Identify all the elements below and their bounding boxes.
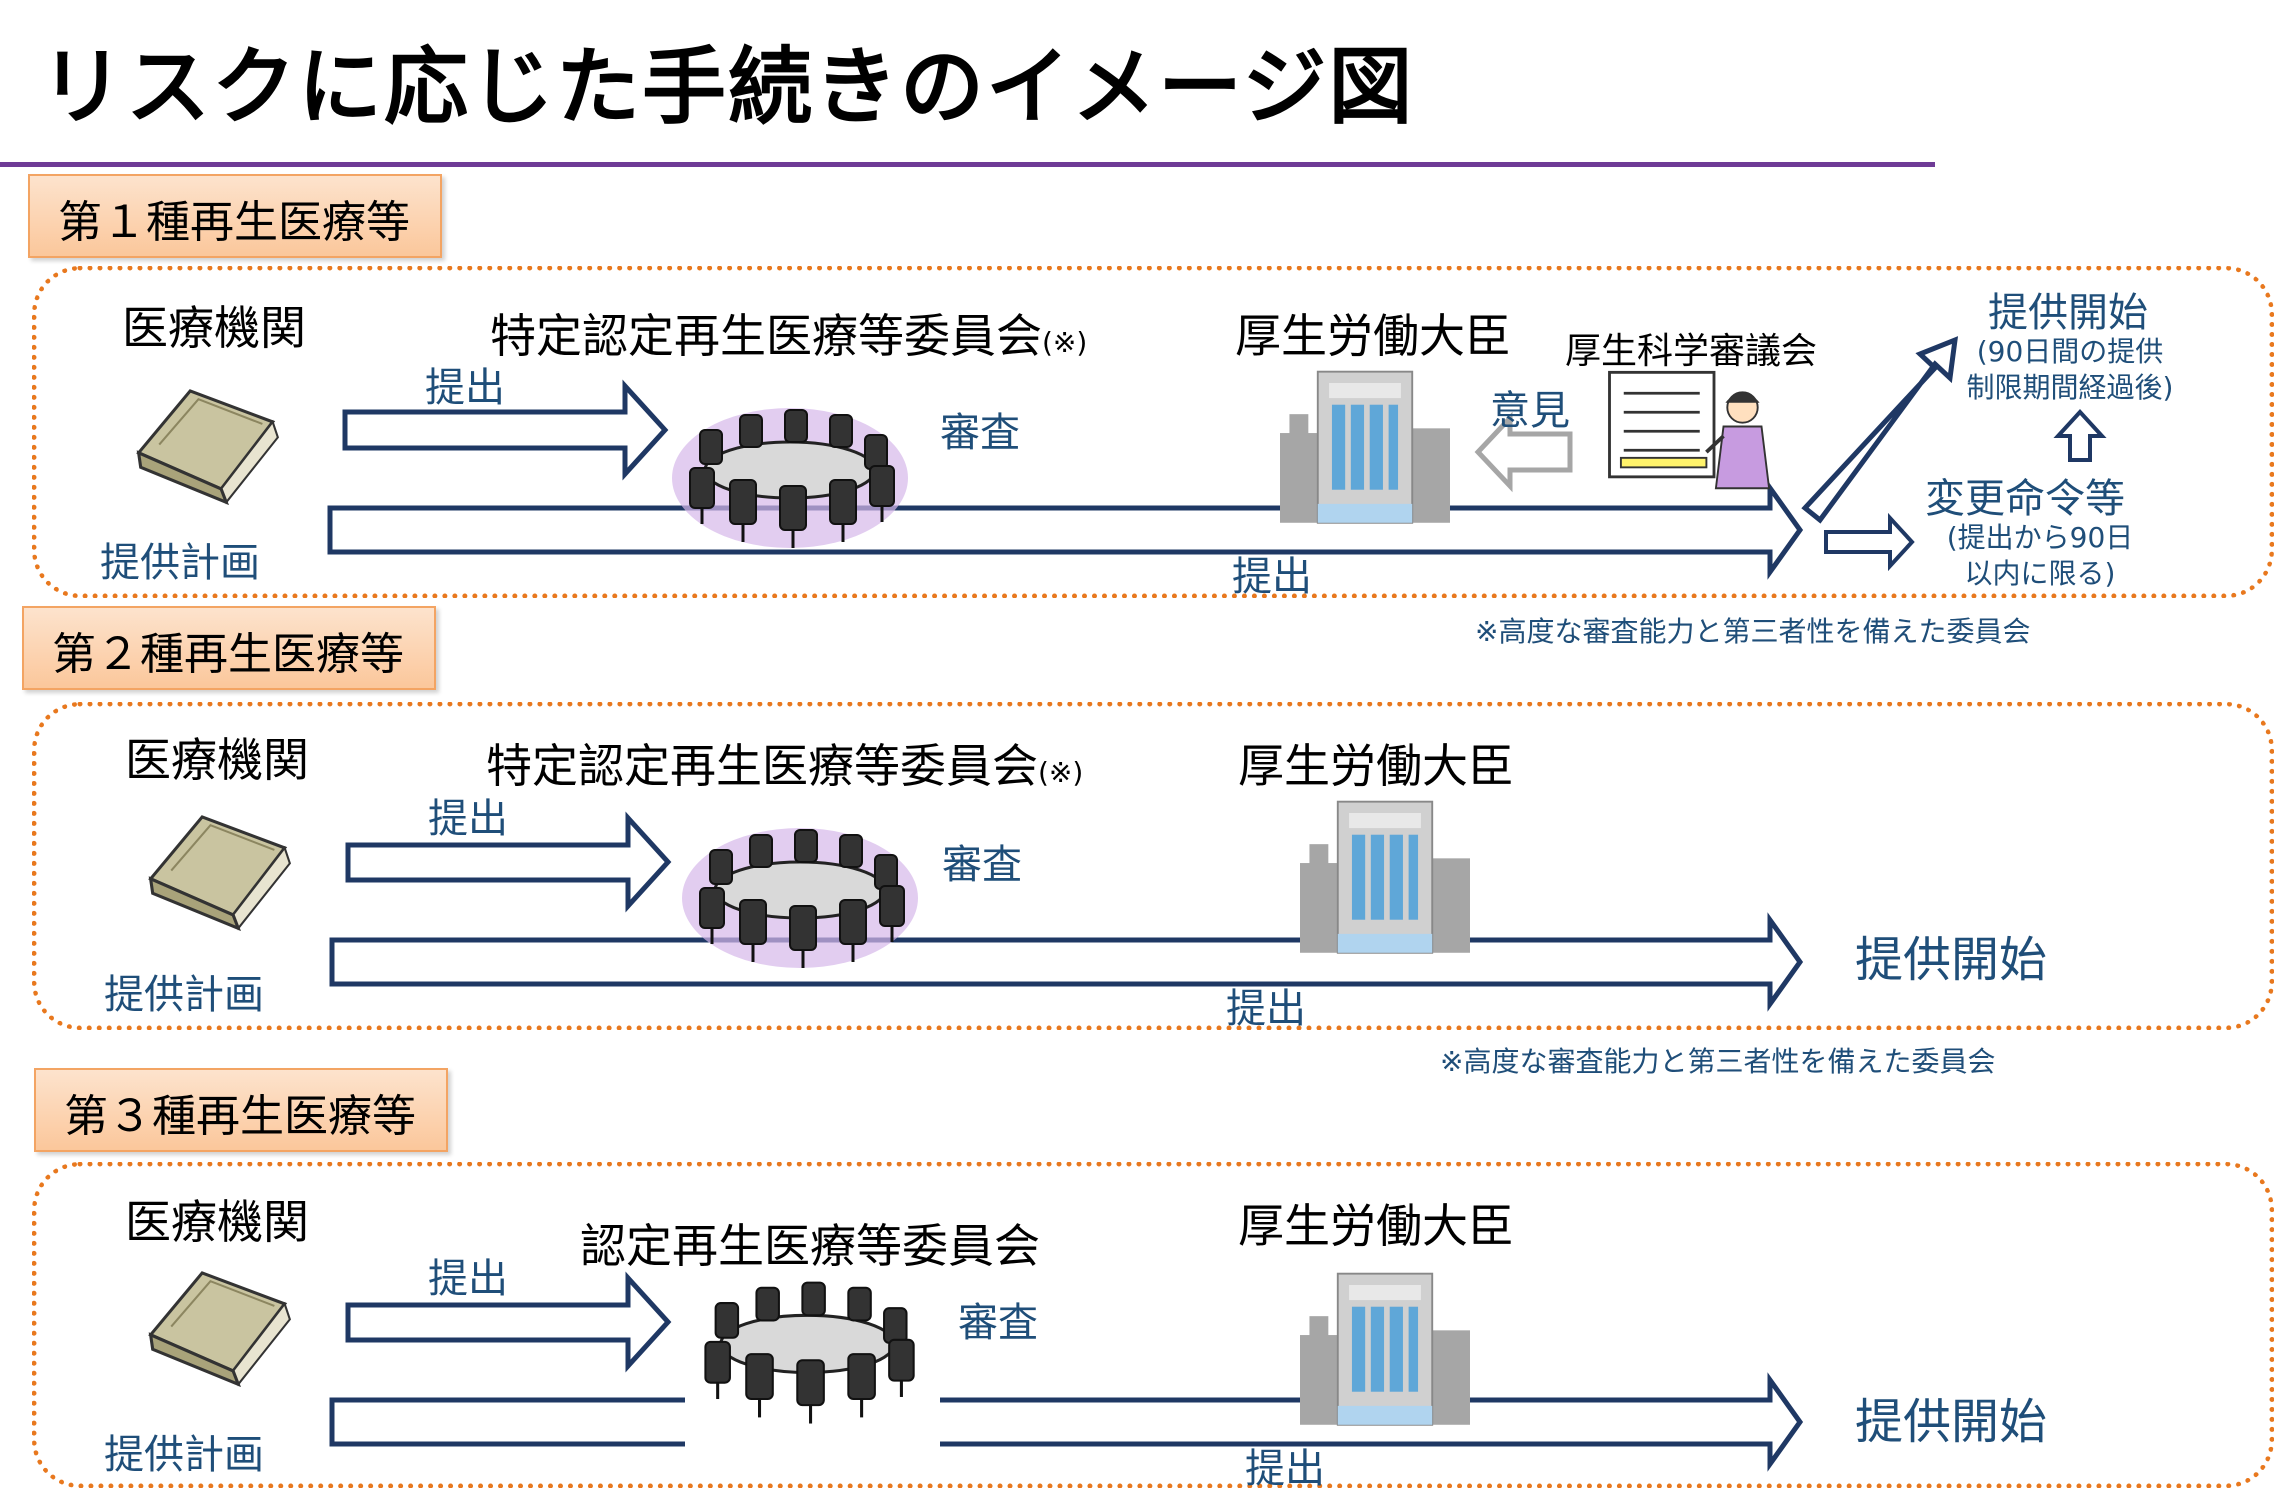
footnote-1: ※高度な審査能力と第三者性を備えた委員会 — [1475, 615, 2031, 648]
section-panel-1 — [32, 266, 2274, 598]
submit-label-bottom: 提出 — [1245, 1446, 1325, 1492]
plan-label: 提供計画 — [104, 972, 264, 1018]
review-label: 審査 — [942, 842, 1022, 888]
committee-label: 特定認定再生医療等委員会(※) — [486, 739, 1084, 793]
minister-label: 厚生労働大臣 — [1238, 1199, 1514, 1253]
review-label: 審査 — [940, 410, 1020, 456]
submit-label-top: 提出 — [425, 365, 505, 411]
committee-label: 認定再生医療等委員会 — [580, 1219, 1040, 1273]
institution-label: 医療機関 — [122, 301, 306, 355]
plan-label: 提供計画 — [100, 540, 260, 586]
change-order-note: (提出から90日以内に限る) — [1946, 521, 2134, 590]
category-tab-2: 第２種再生医療等 — [22, 606, 436, 690]
category-tab-3: 第３種再生医療等 — [34, 1068, 448, 1152]
minister-label: 厚生労働大臣 — [1235, 309, 1511, 363]
institution-label: 医療機関 — [125, 1195, 309, 1249]
category-label: 第１種再生医療等 — [58, 197, 410, 248]
category-label: 第２種再生医療等 — [52, 629, 404, 680]
submit-label-bottom: 提出 — [1232, 554, 1312, 600]
meeting-table-icon — [682, 828, 918, 970]
meeting-table-icon — [703, 1281, 916, 1426]
change-order-label: 変更命令等 — [1925, 476, 2125, 522]
start-label: 提供開始 — [1855, 1394, 2048, 1450]
start-note: (90日間の提供制限期間経過後) — [1966, 335, 2174, 404]
folder-icon — [149, 1271, 292, 1386]
council-label: 厚生科学審議会 — [1565, 331, 1818, 372]
start-label: 提供開始 — [1855, 932, 2048, 988]
title-divider — [0, 162, 1935, 167]
footnote-2: ※高度な審査能力と第三者性を備えた委員会 — [1440, 1045, 1996, 1078]
category-label: 第３種再生医療等 — [64, 1091, 416, 1142]
section-panel-3 — [32, 1162, 2274, 1488]
ministry-building-icon — [1300, 1272, 1470, 1426]
section-panel-2 — [32, 702, 2274, 1030]
opinion-label: 意見 — [1490, 388, 1570, 434]
page-title: リスクに応じた手続きのイメージ図 — [40, 38, 1415, 136]
submit-label-bottom: 提出 — [1226, 986, 1306, 1032]
review-label: 審査 — [958, 1300, 1038, 1346]
institution-label: 医療機関 — [125, 733, 309, 787]
minister-label: 厚生労働大臣 — [1238, 739, 1514, 793]
category-tab-1: 第１種再生医療等 — [28, 174, 442, 258]
submit-label-top: 提出 — [428, 1256, 508, 1302]
meeting-table-icon — [672, 408, 908, 550]
submit-label-top: 提出 — [428, 796, 508, 842]
committee-label: 特定認定再生医療等委員会(※) — [490, 309, 1088, 363]
start-label: 提供開始 — [1988, 290, 2148, 336]
plan-label: 提供計画 — [104, 1432, 264, 1478]
